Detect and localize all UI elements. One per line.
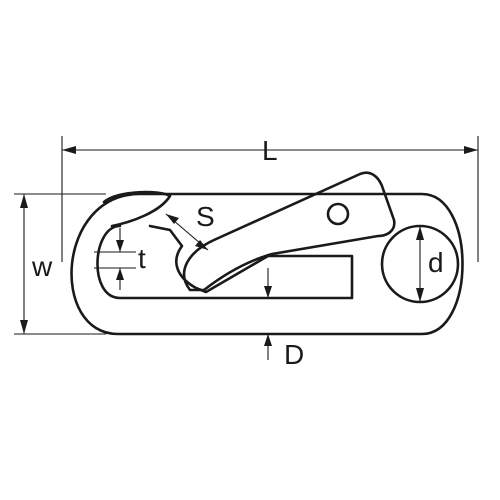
dim-w-arrow-bottom: [20, 320, 28, 334]
dim-l-arrow-right: [464, 146, 478, 154]
dim-t-label: t: [138, 243, 146, 274]
dim-t-arrow-top: [116, 240, 124, 252]
hook-inner-loop: [96, 224, 354, 300]
hook-outer-body: [70, 192, 464, 336]
dim-s-label: S: [196, 201, 215, 232]
gate-pivot-hole: [326, 202, 350, 226]
dim-s-arrow-bottom: [195, 240, 208, 250]
dim-l-arrow-left: [62, 146, 76, 154]
dim-d-arrow-bottom: [416, 288, 424, 302]
dim-d-label: d: [428, 247, 444, 278]
dim-w-label: w: [31, 251, 53, 282]
dim-d-arrow-top: [416, 226, 424, 240]
dim-s-arrow-top: [166, 214, 179, 224]
dim-d-wire-arrow-bottom: [264, 334, 272, 346]
dim-l-label: L: [262, 135, 278, 166]
spring-gate: [182, 171, 396, 292]
dim-w-arrow-top: [20, 194, 28, 208]
dim-d-wire-arrow-top: [264, 286, 272, 298]
dim-t-arrow-bottom: [116, 268, 124, 280]
dim-d-wire-label: D: [284, 339, 304, 370]
hook-nose: [102, 190, 172, 228]
